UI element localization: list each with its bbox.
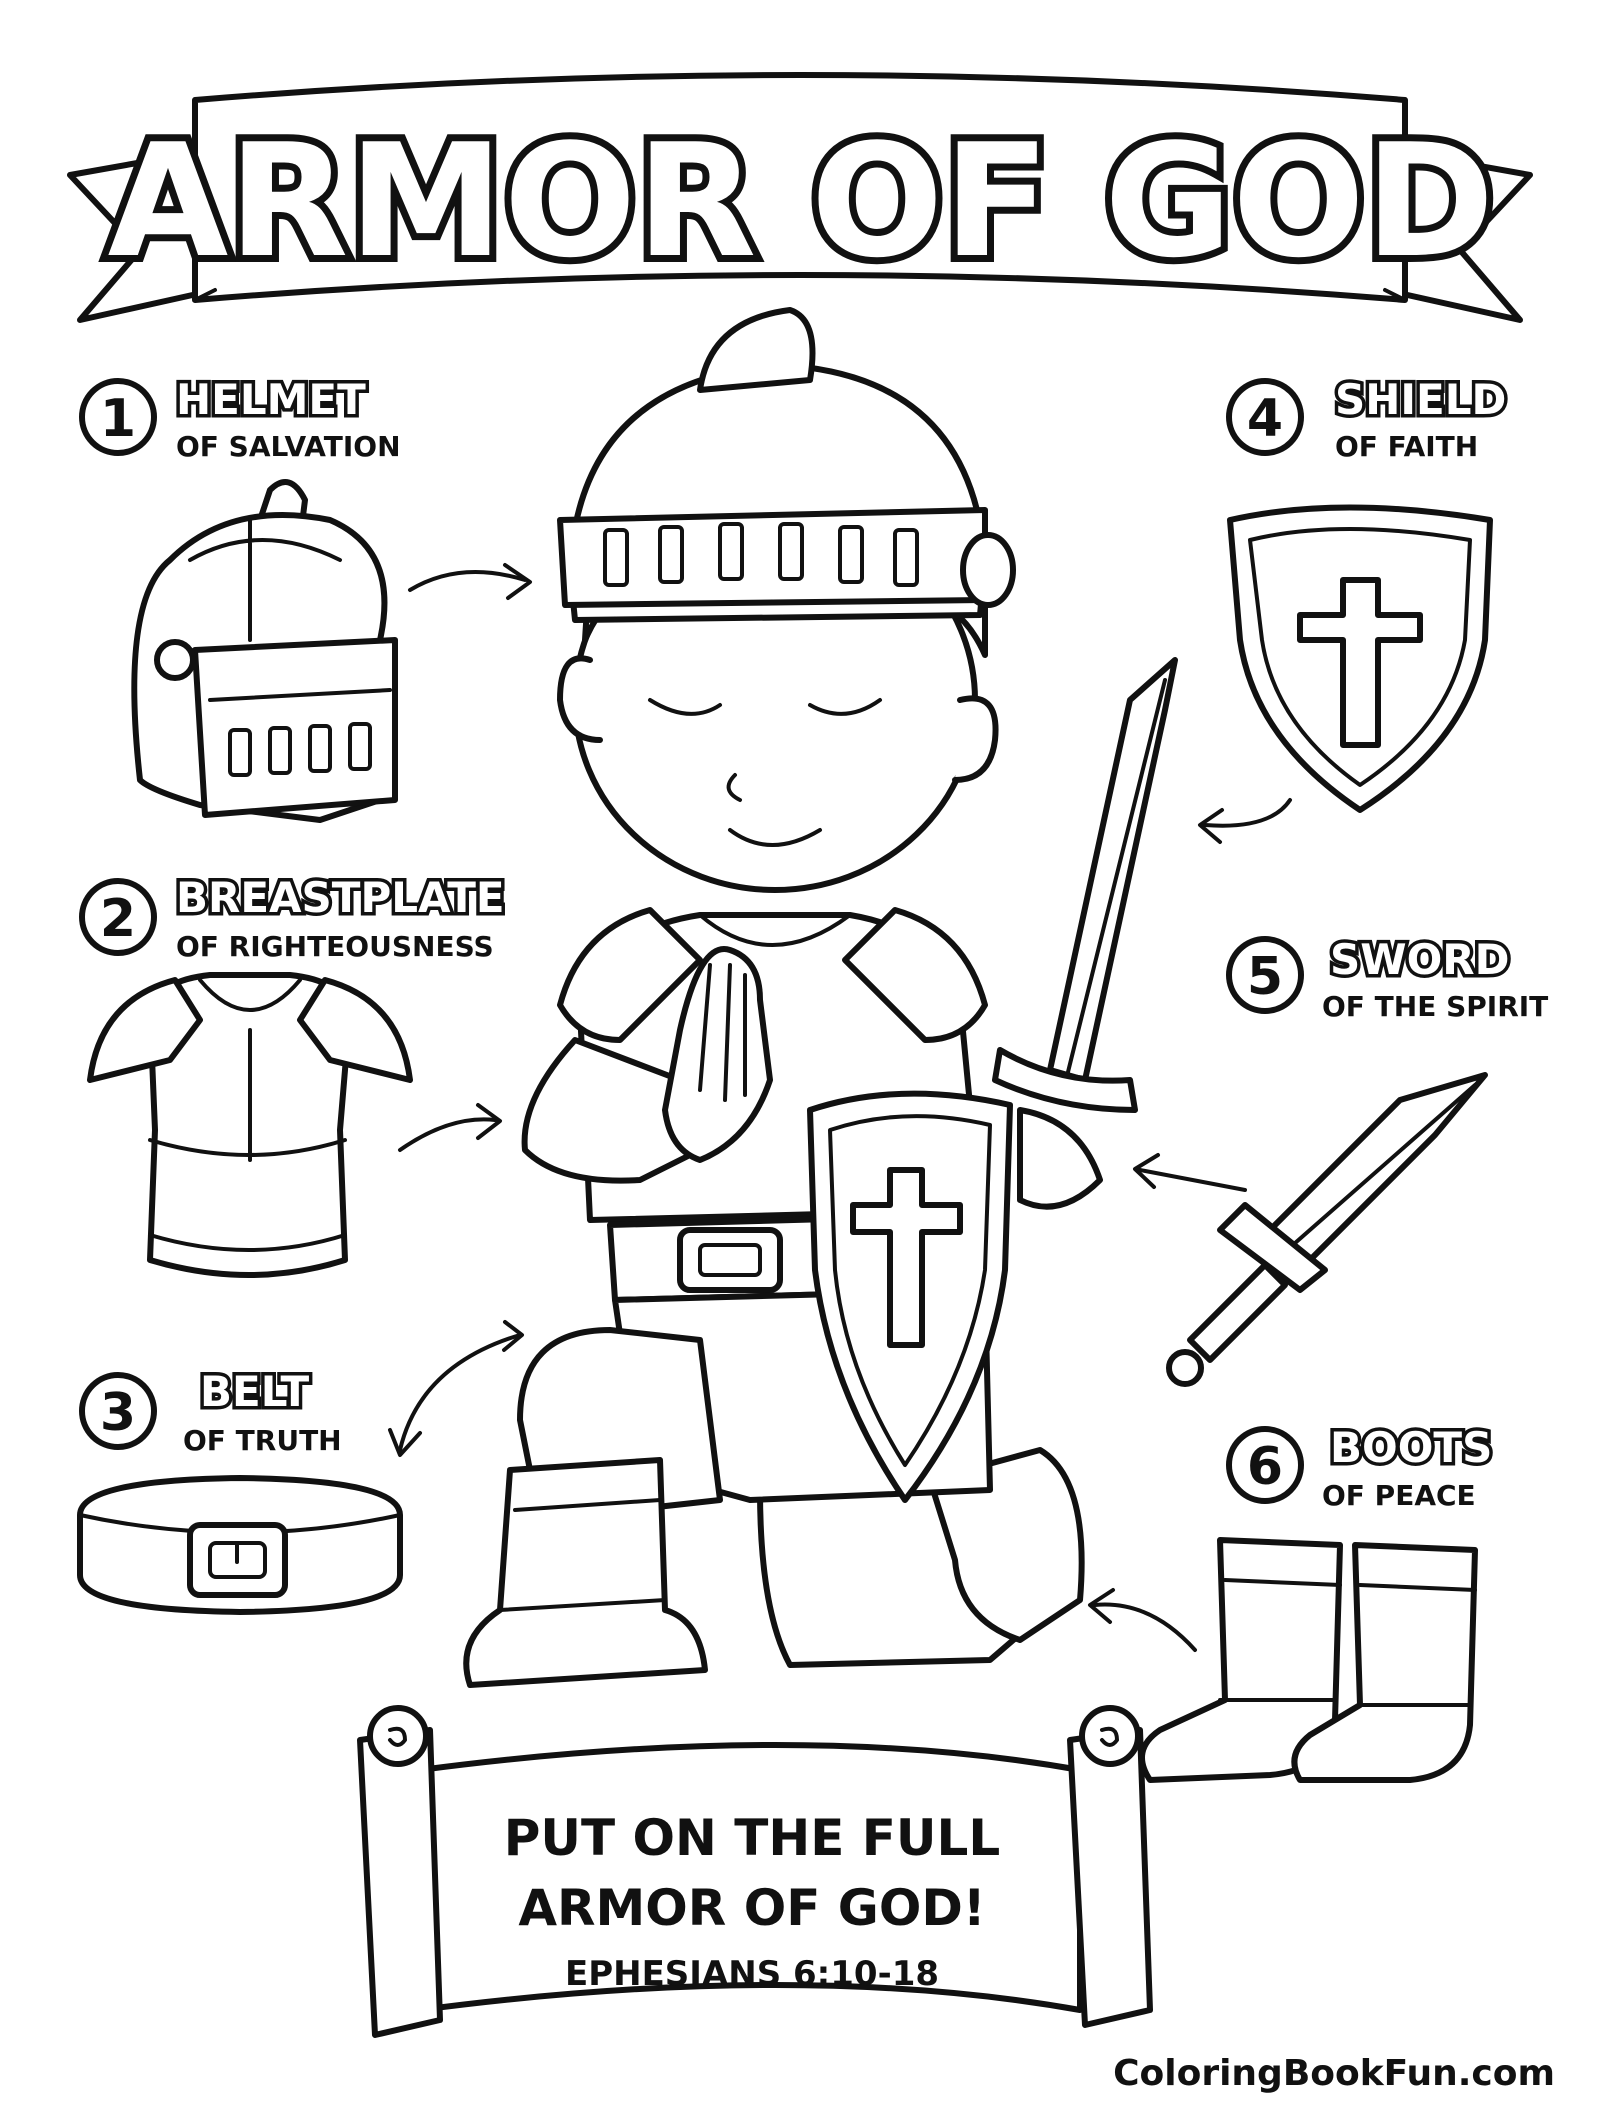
number-badge — [79, 878, 157, 956]
helmet-icon — [131, 479, 398, 823]
number-badge — [1226, 936, 1304, 1014]
item-detail: OF TRUTH — [183, 1424, 342, 1457]
verse-scroll: PUT ON THE FULL ARMOR OF GOD! EPHESIANS … — [357, 1705, 1153, 2038]
pointer-arrows — [388, 563, 1292, 1652]
number-badge — [1226, 378, 1304, 456]
scroll-line-2: ARMOR OF GOD! — [518, 1879, 985, 1937]
boots-icon — [1139, 1537, 1478, 1783]
item-label-4: 4 SHIELD OF FAITH — [1226, 372, 1510, 463]
knight-child — [463, 307, 1178, 1688]
item-label-5: 5 SWORD OF THE SPIRIT — [1226, 932, 1548, 1023]
shield-icon — [1227, 504, 1493, 813]
number-badge — [1226, 1426, 1304, 1504]
item-number: 1 — [100, 389, 136, 449]
item-name: SWORD — [1330, 935, 1509, 984]
scroll-reference: EPHESIANS 6:10-18 — [565, 1954, 939, 1994]
item-name: SHIELD — [1335, 375, 1506, 424]
item-detail: OF THE SPIRIT — [1322, 990, 1548, 1023]
item-detail: OF RIGHTEOUSNESS — [176, 930, 494, 963]
belt-icon — [77, 1475, 403, 1615]
item-name: BOOTS — [1330, 1423, 1492, 1472]
breastplate-icon — [87, 972, 413, 1278]
item-number: 5 — [1247, 947, 1283, 1007]
item-detail: OF PEACE — [1322, 1479, 1476, 1512]
item-label-6: 6 BOOTS OF PEACE — [1226, 1420, 1496, 1512]
number-badge — [79, 378, 157, 456]
item-label-3: 3 BELT OF TRUTH — [79, 1364, 342, 1457]
item-detail: OF SALVATION — [176, 430, 401, 463]
item-name: BREASTPLATE — [176, 873, 505, 922]
scroll-line-1: PUT ON THE FULL — [504, 1809, 1001, 1867]
item-number: 3 — [100, 1383, 136, 1443]
item-detail: OF FAITH — [1335, 430, 1478, 463]
item-label-2: 2 BREASTPLATE OF RIGHTEOUSNESS — [79, 870, 508, 963]
item-number: 2 — [100, 889, 136, 949]
sword-icon — [1166, 1072, 1488, 1387]
site-credit: ColoringBookFun.com — [1113, 2053, 1555, 2094]
page-title: ARMOR OF GOD — [108, 110, 1495, 292]
number-badge — [79, 1372, 157, 1450]
item-name: HELMET — [176, 375, 366, 424]
item-number: 4 — [1247, 389, 1283, 449]
item-label-1: 1 HELMET OF SALVATION — [79, 372, 401, 463]
item-number: 6 — [1247, 1437, 1283, 1497]
item-name: BELT — [200, 1367, 310, 1416]
title-banner: ARMOR OF GOD — [67, 72, 1533, 323]
